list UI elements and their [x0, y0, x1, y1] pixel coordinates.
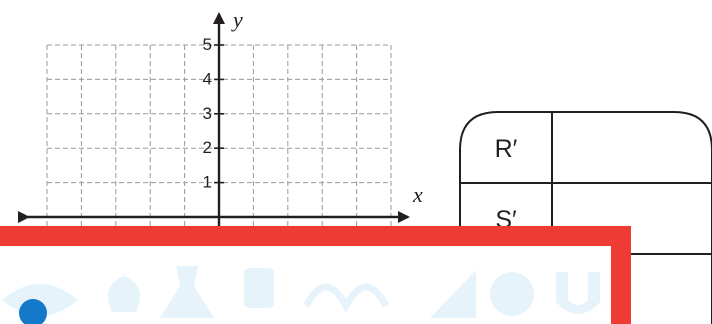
x-axis-label: x: [412, 182, 423, 207]
pie-icon: [490, 272, 534, 316]
y-tick-label: 4: [203, 69, 212, 88]
bullet-point: [19, 299, 47, 324]
y-axis-ticks: 1 2 3 4 5: [203, 35, 224, 192]
table-row-label: R′: [495, 135, 518, 163]
magnet-icon: [556, 272, 600, 314]
bulb-icon: [108, 276, 140, 312]
flask-icon: [160, 266, 214, 318]
overlay-panel-frame: [0, 226, 631, 324]
y-tick-label: 5: [203, 35, 212, 54]
overlay-panel: [0, 226, 631, 324]
coordinate-graph: 1 2 3 4 5 y x: [18, 7, 423, 232]
table-row: R′: [495, 135, 518, 163]
y-tick-label: 1: [203, 173, 212, 192]
dna-icon: [302, 283, 390, 314]
y-axis-label: y: [231, 7, 243, 32]
notebook-icon: [244, 268, 274, 308]
triangle-ruler-icon: [430, 270, 476, 318]
y-tick-label: 3: [203, 104, 212, 123]
y-tick-label: 2: [203, 138, 212, 157]
